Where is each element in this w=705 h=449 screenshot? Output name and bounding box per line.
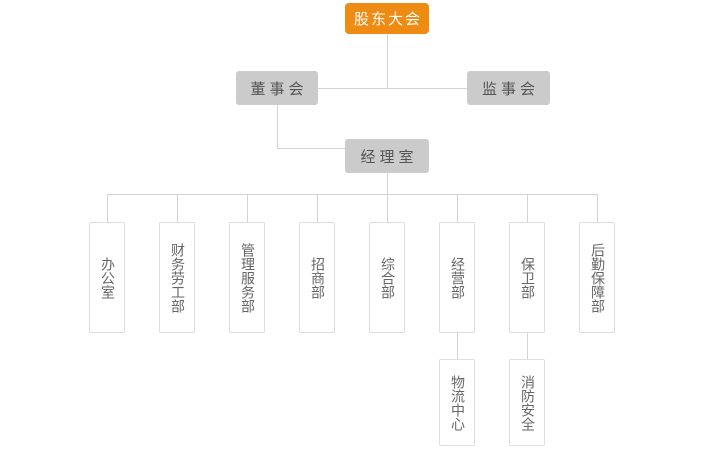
dept-label: 综合部 — [379, 256, 395, 299]
dept-label: 办公室 — [99, 256, 115, 299]
node-dept-investment: 招商部 — [299, 222, 335, 333]
node-shareholders-meeting: 股东大会 — [345, 3, 429, 34]
node-dept-general-office: 办公室 — [89, 222, 125, 333]
connector-line — [177, 194, 178, 222]
dept-label: 保卫部 — [519, 256, 535, 299]
connector-line — [277, 148, 346, 149]
sub-dept-label: 消防安全 — [519, 374, 535, 431]
node-board-of-directors: 董事会 — [236, 71, 318, 105]
sub-dept-label: 物流中心 — [449, 374, 465, 431]
connector-line — [457, 333, 458, 359]
connector-line — [107, 194, 108, 222]
dept-label: 后勤保障部 — [589, 242, 605, 313]
node-dept-finance-labor: 财务劳工部 — [159, 222, 195, 333]
connector-line — [597, 194, 598, 222]
node-dept-comprehensive: 综合部 — [369, 222, 405, 333]
connector-line — [277, 105, 278, 149]
node-dept-logistics-support: 后勤保障部 — [579, 222, 615, 333]
connector-line — [247, 194, 248, 222]
node-sub-fire-safety: 消防安全 — [509, 359, 545, 446]
connector-line — [527, 333, 528, 359]
connector-line — [387, 173, 388, 195]
node-dept-security: 保卫部 — [509, 222, 545, 333]
node-dept-operations: 经营部 — [439, 222, 475, 333]
connector-line — [527, 194, 528, 222]
connector-line — [387, 34, 388, 88]
dept-label: 财务劳工部 — [169, 242, 185, 313]
node-sub-logistics-center: 物流中心 — [439, 359, 475, 446]
dept-label: 招商部 — [309, 256, 325, 299]
connector-line — [107, 194, 598, 195]
dept-label: 经营部 — [449, 256, 465, 299]
connector-line — [387, 194, 388, 222]
connector-line — [317, 194, 318, 222]
node-board-of-supervisors: 监事会 — [467, 71, 550, 105]
connector-line — [457, 194, 458, 222]
connector-line — [318, 88, 468, 89]
dept-label: 管理服务部 — [239, 242, 255, 313]
node-manager-office: 经理室 — [345, 139, 429, 173]
node-dept-management-service: 管理服务部 — [229, 222, 265, 333]
